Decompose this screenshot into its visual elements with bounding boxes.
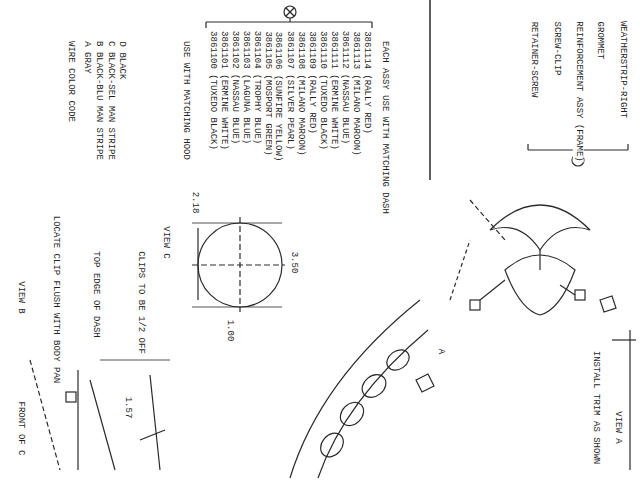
- note-label: FRONT OF C: [15, 400, 26, 456]
- note-label: 3861102 (NASSAU BLUE): [229, 30, 240, 145]
- note-label: B BLACK-BLU MAN STRIPE: [92, 40, 103, 161]
- note-label: 3861108 (MILANO MAROON): [295, 30, 306, 156]
- note-label: TOP EDGE OF DASH: [90, 250, 101, 338]
- note-label: 3861109 (RALLY RED): [305, 30, 316, 135]
- note-label: WEATHERSTRIP-RIGHT: [617, 20, 628, 119]
- note-label: GROMMET: [594, 20, 605, 60]
- note-label: USE WITH MATCHING HOOD: [179, 40, 190, 161]
- note-label: 3.50: [288, 250, 299, 274]
- note-label: REINFORCEMENT ASSY (FRAME): [573, 20, 584, 162]
- note-label: CLIPS TO BE 1/2 OFF: [134, 250, 145, 355]
- note-label: D BLACK: [116, 40, 127, 80]
- note-label: 3861103 (LAGUNA BLUE): [240, 30, 251, 145]
- note-label: 1.00: [224, 318, 235, 342]
- note-label: VIEW C: [160, 225, 171, 259]
- note-label: A GRAY: [81, 40, 92, 74]
- note-label: 3861104 (TROPHY BLUE): [251, 30, 262, 145]
- note-label: A: [435, 348, 446, 355]
- note-label: 3861110 (TUXEDO BLACK): [316, 30, 327, 151]
- note-label: 1.57: [122, 395, 133, 419]
- note-label: EACH ASSY USE WITH MATCHING DASH: [378, 40, 389, 215]
- note-label: WIRE COLOR CODE: [65, 40, 76, 123]
- note-label: RETAINER-SCREW: [528, 20, 539, 98]
- note-label: 3861107 (SILVER PEARL): [283, 30, 294, 151]
- note-label: SCREW-CLIP: [551, 20, 562, 76]
- note-label: 3861101 (ERMINE WHITE): [217, 30, 228, 151]
- note-label: INSTALL TRIM AS SHOWN: [590, 350, 601, 465]
- note-label: 2.18: [189, 190, 200, 214]
- note-label: C BLACK-SEL MAN STRIPE: [104, 40, 115, 161]
- note-label: 3861113 (MILANO MAROON): [350, 30, 361, 156]
- note-label: VIEW B: [15, 280, 26, 314]
- note-label: 3861100 (TUXEDO BLACK): [206, 30, 217, 151]
- note-label: 3861112 (NASSAU BLUE): [339, 30, 350, 145]
- note-label: 3861111 (ERMINE WHITE): [327, 30, 338, 151]
- note-label: 3861114 (RALLY RED): [360, 30, 371, 135]
- note-label: 3861106 (SUNFIRE YELLOW): [272, 30, 283, 162]
- note-label: LOCATE CLIP FLUSH WITH BODY PAN: [50, 215, 61, 384]
- note-label: VIEW A: [612, 410, 623, 444]
- note-label: 3861105 (MOSPORT GREEN): [262, 30, 273, 156]
